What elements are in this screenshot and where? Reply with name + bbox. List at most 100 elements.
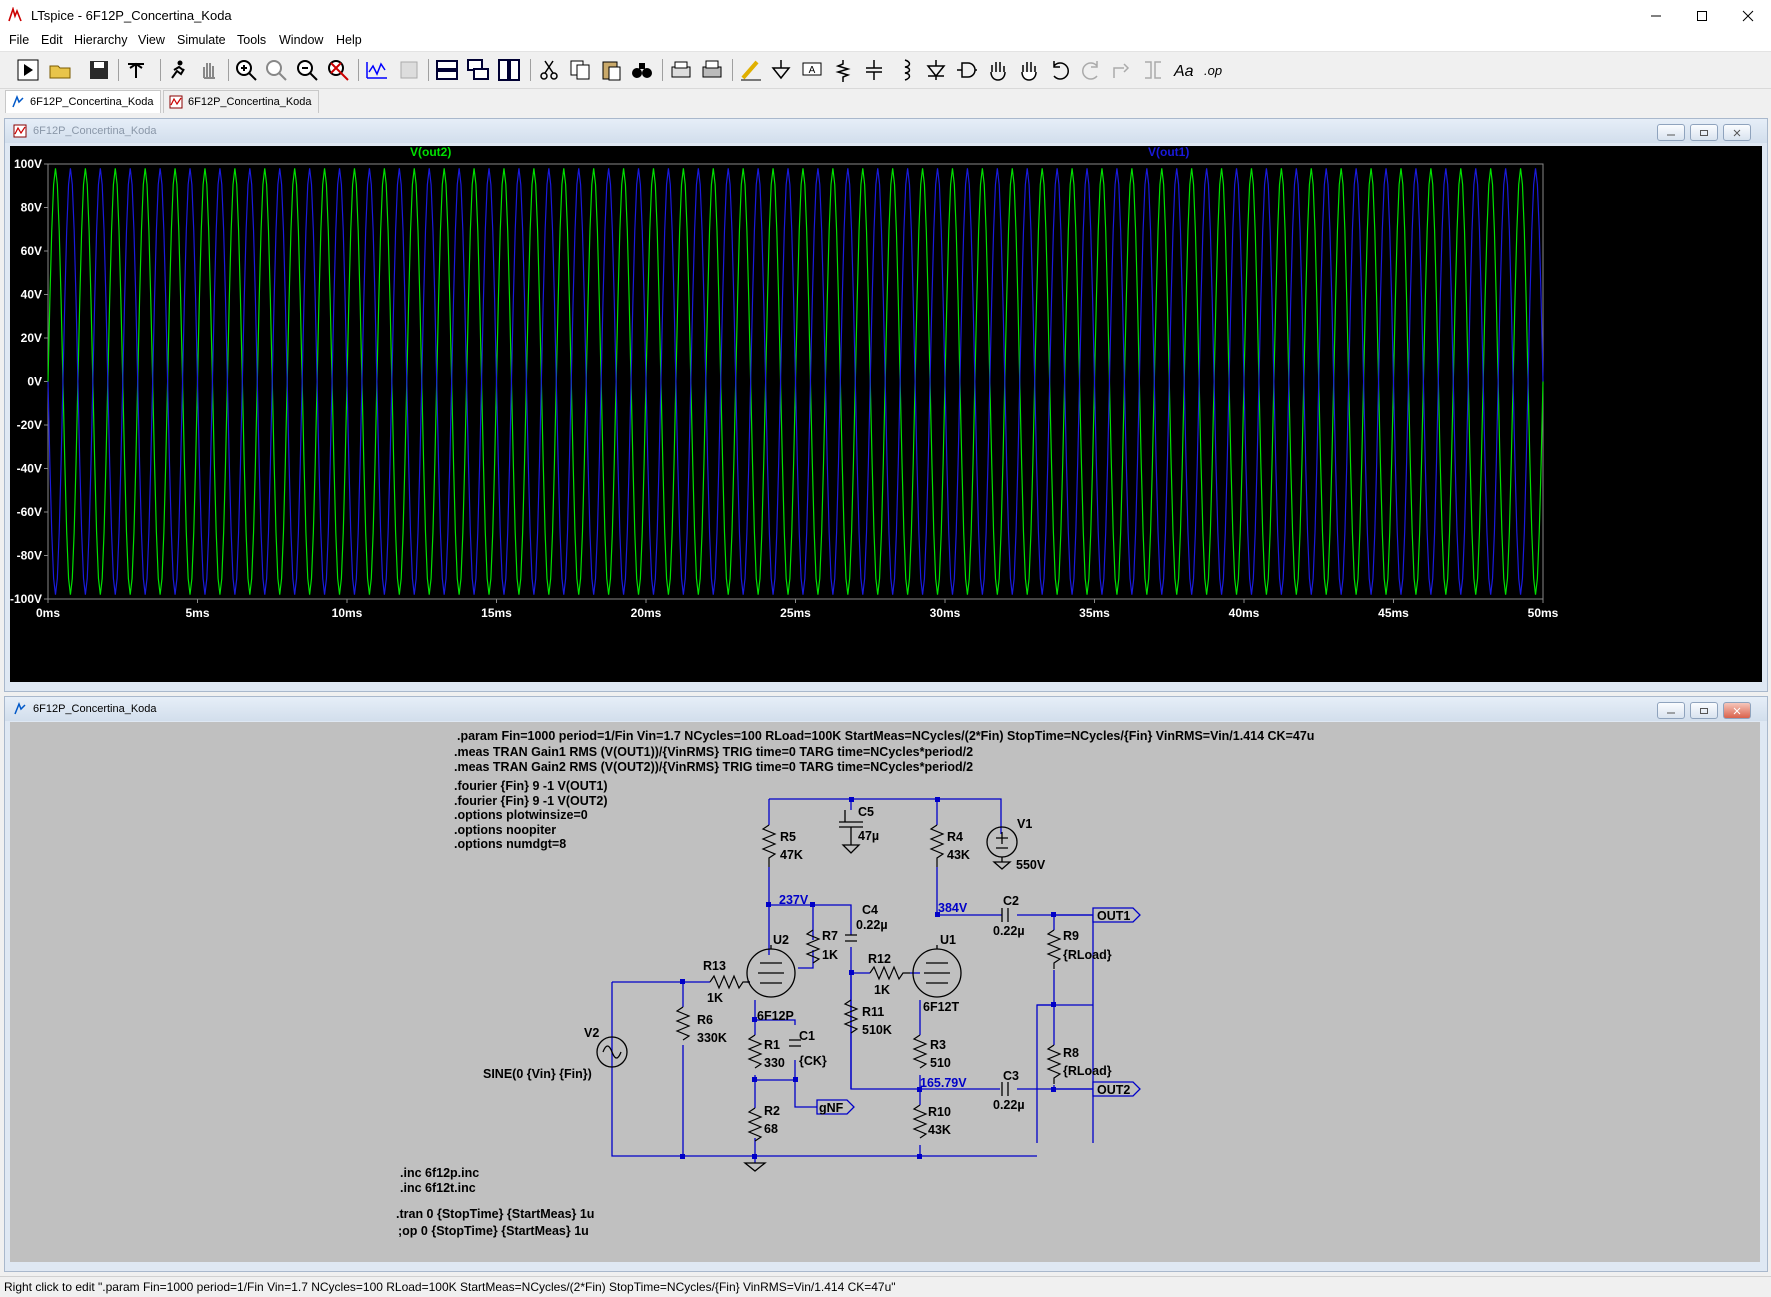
waveform-restore-button[interactable] <box>1690 124 1718 141</box>
y-tick-label: 60V <box>21 244 42 258</box>
rotate-icon[interactable] <box>1110 58 1134 82</box>
tab-waveform[interactable]: 6F12P_Concertina_Koda <box>163 90 319 113</box>
inductor-icon[interactable] <box>893 58 917 82</box>
drag-hand-icon[interactable] <box>1017 58 1041 82</box>
label-r12-value: 1K <box>874 983 890 997</box>
pan-hand-icon[interactable] <box>197 58 221 82</box>
document-tabs: 6F12P_Concertina_Koda 6F12P_Concertina_K… <box>0 90 1771 114</box>
diode-icon[interactable] <box>924 58 948 82</box>
menu-window[interactable]: Window <box>279 33 324 47</box>
redo-icon[interactable] <box>1079 58 1103 82</box>
directive-inc-6f12p[interactable]: .inc 6f12p.inc <box>400 1166 479 1180</box>
label-v2-name: V2 <box>584 1026 599 1040</box>
schematic-icon <box>14 702 26 715</box>
cut-icon[interactable] <box>537 58 561 82</box>
waveform-plot-svg[interactable]: 100V80V60V40V20V0V-20V-40V-60V-80V-100V0… <box>10 145 1762 682</box>
schematic-minimize-button[interactable] <box>1657 702 1685 719</box>
move-hand-icon[interactable] <box>986 58 1010 82</box>
schematic-svg[interactable]: .param Fin=1000 period=1/Fin Vin=1.7 NCy… <box>10 722 1760 1262</box>
directive-fourier-out2[interactable]: .fourier {Fin} 9 -1 V(OUT2) <box>454 794 608 808</box>
resistor-symbols <box>675 824 1062 1142</box>
menu-edit[interactable]: Edit <box>41 33 63 47</box>
tile-horizontal-icon[interactable] <box>435 58 459 82</box>
paste-icon[interactable] <box>599 58 623 82</box>
label-r12-name: R12 <box>868 952 891 966</box>
y-tick-label: -60V <box>17 505 42 519</box>
waveform-close-button[interactable] <box>1723 124 1751 141</box>
plot-settings-icon[interactable] <box>397 58 421 82</box>
label-c3-name: C3 <box>1003 1069 1019 1083</box>
restore-icon <box>1700 129 1708 136</box>
tab-schematic[interactable]: 6F12P_Concertina_Koda <box>5 90 161 113</box>
directive-fourier-out1[interactable]: .fourier {Fin} 9 -1 V(OUT1) <box>454 779 608 793</box>
net-flags <box>816 907 1141 1115</box>
node-voltage-237: 237V <box>779 893 809 907</box>
menu-simulate[interactable]: Simulate <box>177 33 226 47</box>
y-tick-label: 20V <box>21 331 42 345</box>
minimize-button[interactable] <box>1633 0 1679 31</box>
directive-meas-gain1[interactable]: .meas TRAN Gain1 RMS (V(OUT1))/{VinRMS} … <box>454 745 973 759</box>
schematic-close-button[interactable] <box>1723 702 1751 719</box>
zoom-fit-icon[interactable] <box>326 58 350 82</box>
autorange-icon[interactable] <box>365 58 389 82</box>
directive-param[interactable]: .param Fin=1000 period=1/Fin Vin=1.7 NCy… <box>457 729 1314 743</box>
ground-icon[interactable] <box>769 58 793 82</box>
label-net-icon[interactable]: A <box>800 58 824 82</box>
directive-inc-6f12t[interactable]: .inc 6f12t.inc <box>400 1181 476 1195</box>
spice-directive-icon[interactable]: .op <box>1203 58 1227 82</box>
label-c5-name: C5 <box>858 805 874 819</box>
copy-icon[interactable] <box>568 58 592 82</box>
label-c3-value: 0.22µ <box>993 1098 1025 1112</box>
print-setup-icon[interactable] <box>669 58 693 82</box>
menu-file[interactable]: File <box>9 33 30 47</box>
schematic-window-titlebar[interactable]: 6F12P_Concertina_Koda <box>5 697 1767 721</box>
menu-hierarchy[interactable]: Hierarchy <box>74 33 128 47</box>
directive-options-numdgt[interactable]: .options numdgt=8 <box>454 837 566 851</box>
title-bar[interactable]: LTspice - 6F12P_Concertina_Koda <box>0 0 1771 31</box>
minimize-icon <box>1651 15 1661 16</box>
resistor-icon[interactable] <box>831 58 855 82</box>
schematic-canvas[interactable]: .param Fin=1000 period=1/Fin Vin=1.7 NCy… <box>10 722 1760 1262</box>
open-folder-icon[interactable] <box>48 58 72 82</box>
mirror-icon[interactable] <box>1141 58 1165 82</box>
menu-tools[interactable]: Tools <box>237 33 267 47</box>
menu-view[interactable]: View <box>138 33 165 47</box>
waveform-minimize-button[interactable] <box>1657 124 1685 141</box>
halt-run-icon[interactable] <box>166 58 190 82</box>
schematic-restore-button[interactable] <box>1690 702 1718 719</box>
find-icon[interactable] <box>630 58 654 82</box>
directive-meas-gain2[interactable]: .meas TRAN Gain2 RMS (V(OUT2))/{VinRMS} … <box>454 760 973 774</box>
run-icon[interactable] <box>16 58 40 82</box>
directive-options-noopiter[interactable]: .options noopiter <box>454 823 556 837</box>
capacitor-icon[interactable] <box>862 58 886 82</box>
text-icon[interactable]: Aa <box>1172 58 1196 82</box>
legend-vout2: V(out2) <box>410 146 451 159</box>
zoom-in-icon[interactable] <box>234 58 258 82</box>
directive-op-comment[interactable]: ;op 0 {StopTime} {StartMeas} 1u <box>398 1224 589 1238</box>
tile-vertical-icon[interactable] <box>497 58 521 82</box>
draw-wire-icon[interactable] <box>739 58 763 82</box>
directive-tran[interactable]: .tran 0 {StopTime} {StartMeas} 1u <box>396 1207 594 1221</box>
cascade-icon[interactable] <box>466 58 490 82</box>
zoom-pan-icon[interactable] <box>264 58 288 82</box>
label-r2-value: 68 <box>764 1122 778 1136</box>
menu-help[interactable]: Help <box>336 33 362 47</box>
svg-text:A: A <box>809 65 816 76</box>
waveform-window-titlebar[interactable]: 6F12P_Concertina_Koda <box>5 119 1767 143</box>
zoom-out-icon[interactable] <box>295 58 319 82</box>
maximize-button[interactable] <box>1679 0 1725 31</box>
close-icon <box>1742 10 1754 21</box>
waveform-icon <box>169 95 183 109</box>
directive-options-plotwinsize[interactable]: .options plotwinsize=0 <box>454 808 588 822</box>
component-icon[interactable] <box>955 58 979 82</box>
ltspice-logo-icon <box>8 7 22 22</box>
close-button[interactable] <box>1725 0 1771 31</box>
undo-icon[interactable] <box>1048 58 1072 82</box>
net-label-texts: OUT1 OUT2 gNF <box>819 909 1130 1115</box>
save-icon[interactable] <box>87 58 111 82</box>
control-panel-icon[interactable] <box>124 58 148 82</box>
label-r9-name: R9 <box>1063 929 1079 943</box>
node-voltage-384: 384V <box>938 901 968 915</box>
print-icon[interactable] <box>700 58 724 82</box>
